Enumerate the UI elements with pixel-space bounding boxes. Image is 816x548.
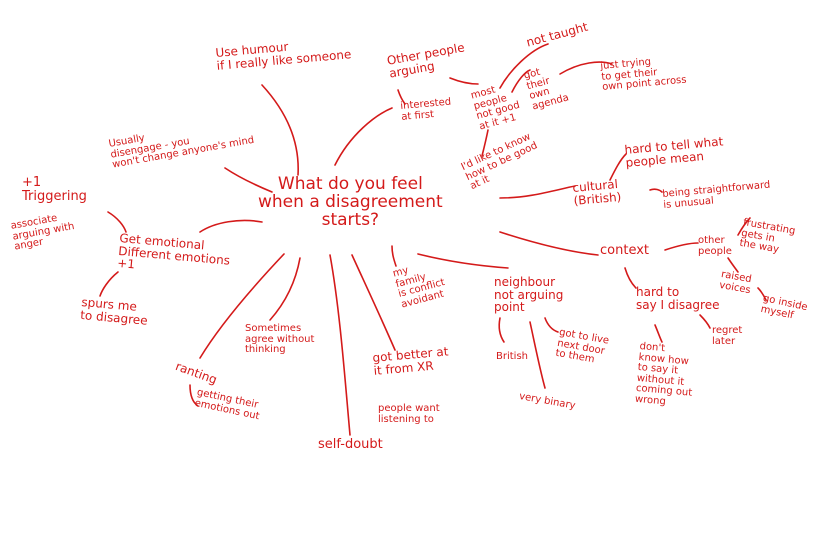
note-british: British xyxy=(496,351,528,362)
line-cultural-to-straight xyxy=(649,188,663,193)
line-spurs xyxy=(99,271,119,297)
line-neighbour-british xyxy=(498,317,505,343)
note-triggering: +1 Triggering xyxy=(22,175,87,204)
line-neighbour xyxy=(417,253,509,269)
line-arguing-to-interested xyxy=(397,89,406,105)
note-self-doubt: self-doubt xyxy=(318,437,383,452)
line-sometimes xyxy=(269,257,301,321)
note-sometimes-agree: Sometimes agree without thinking xyxy=(245,323,315,355)
line-humour xyxy=(261,84,299,176)
line-raised-to-inside xyxy=(757,287,767,301)
note-hard-to-say: hard to say I disagree xyxy=(636,285,720,312)
line-disengage xyxy=(224,167,273,193)
line-context xyxy=(499,231,599,256)
line-hard-to-dont xyxy=(654,324,663,343)
note-context: context xyxy=(600,243,649,258)
line-cultural-to-hard xyxy=(609,153,627,181)
line-ranting xyxy=(199,253,285,359)
note-cultural: cultural (British) xyxy=(571,177,622,208)
line-hard-to-regret xyxy=(699,314,711,329)
line-xr xyxy=(351,254,396,351)
central-question: What do you feel when a disagreement sta… xyxy=(258,174,443,230)
note-neighbour: neighbour not arguing point xyxy=(494,275,564,315)
line-neighbour-binary xyxy=(529,321,546,389)
note-spurs-me: spurs me to disagree xyxy=(79,295,149,328)
line-cultural xyxy=(499,185,576,199)
line-context-to-other xyxy=(664,242,699,251)
line-context-to-hard xyxy=(624,267,637,289)
line-other-to-frustrating xyxy=(737,217,751,236)
line-ranting-sub xyxy=(189,384,199,407)
line-family xyxy=(391,245,397,267)
line-agenda-to-trying xyxy=(559,61,613,75)
line-other-people xyxy=(334,107,393,166)
line-most-to-like xyxy=(481,129,489,157)
line-self-doubt xyxy=(329,254,351,436)
note-people-want-listening: people want listening to xyxy=(378,403,440,425)
line-other-to-raised xyxy=(727,257,739,273)
line-most-to-agenda xyxy=(511,69,531,93)
line-most-to-not-taught xyxy=(499,43,549,89)
note-regret-later: regret later xyxy=(712,325,743,347)
note-interested-at-first: interested at first xyxy=(399,96,452,123)
line-triggering xyxy=(107,211,127,233)
line-arguing-to-most xyxy=(449,77,479,85)
note-other-people: other people xyxy=(698,235,732,257)
line-neighbour-live xyxy=(544,317,559,333)
line-get-emotional xyxy=(199,219,263,233)
note-dont-know-how: don't know how to say it without it comi… xyxy=(634,341,693,407)
